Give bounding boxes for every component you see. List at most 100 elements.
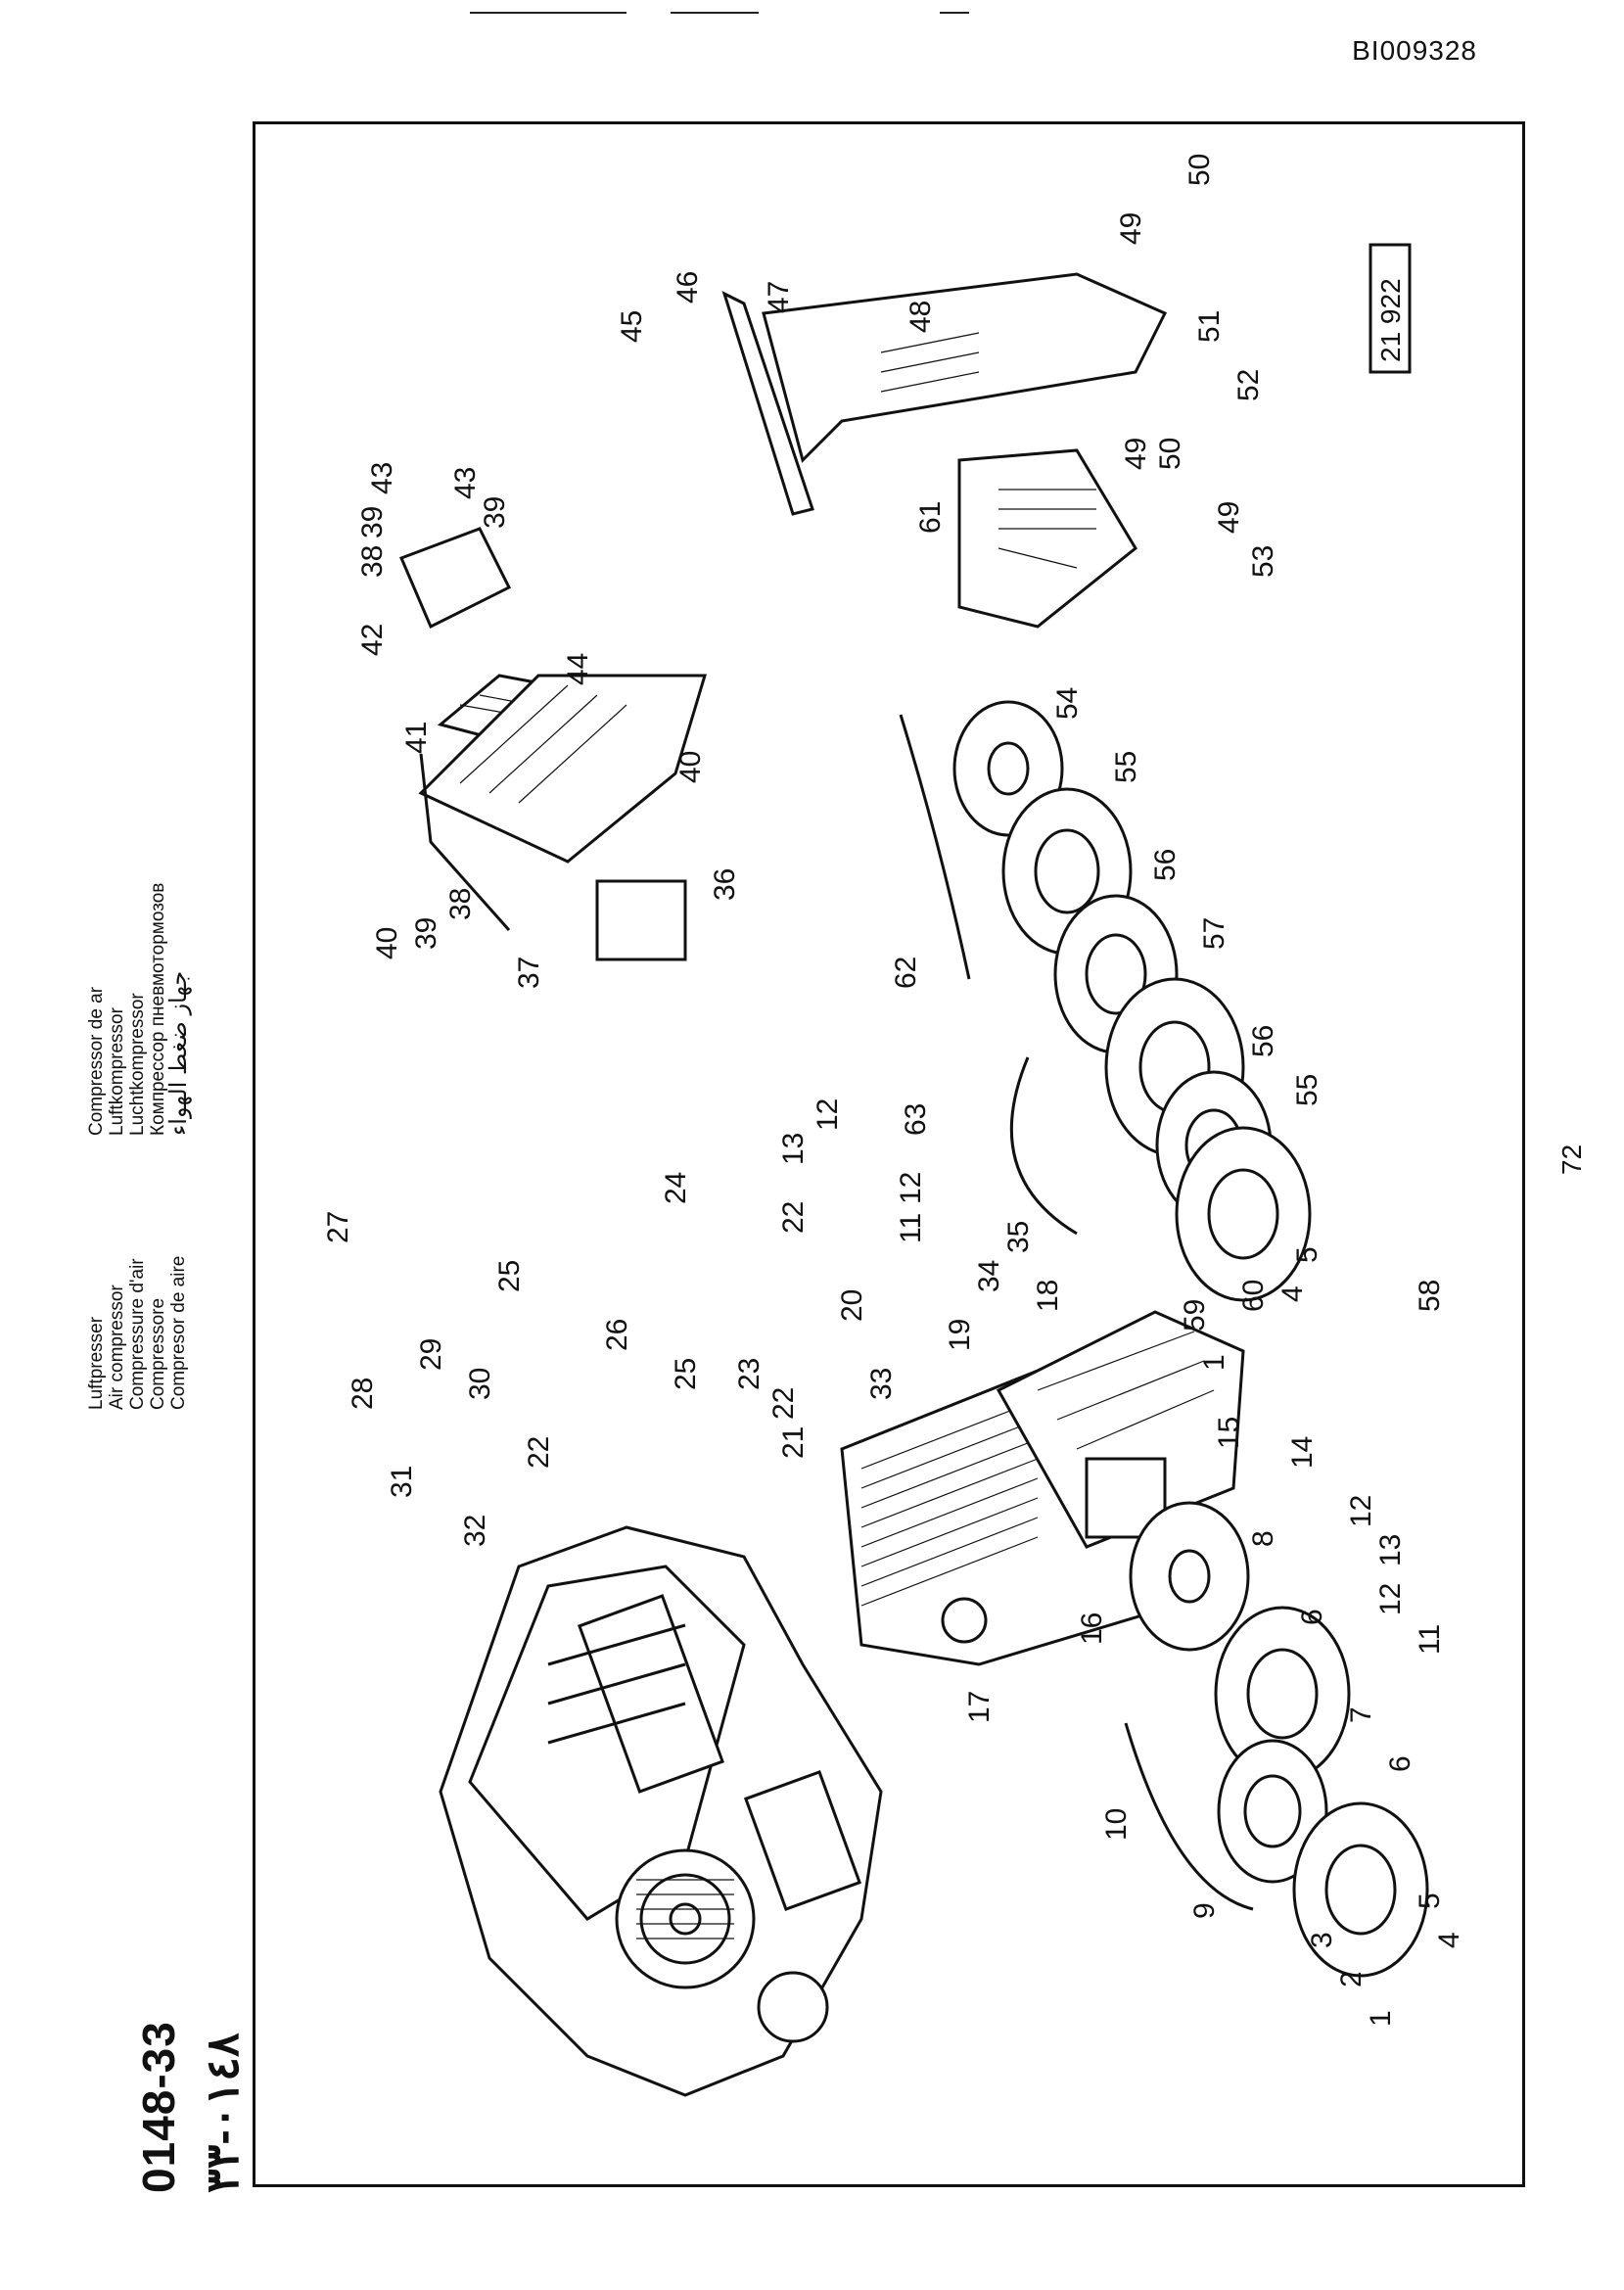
callout-56: 56 [1149,849,1182,881]
callout-49: 49 [1120,438,1152,470]
callout-38: 38 [356,545,389,578]
upper-bracket-parts [399,272,1168,961]
callout-39: 39 [356,506,389,538]
callout-33: 33 [865,1368,898,1400]
callout-53: 53 [1247,545,1279,578]
callout-17: 17 [963,1691,996,1723]
callout-23: 23 [733,1358,766,1390]
callout-47: 47 [763,281,795,313]
right-coupling-stack [899,700,1312,1302]
callout-39: 39 [479,496,511,529]
callout-58: 58 [1414,1280,1446,1312]
callout-44: 44 [562,653,594,685]
callout-13: 13 [1374,1534,1407,1566]
callout-4: 4 [1433,1932,1465,1948]
document-id: BI009328 [1352,35,1477,66]
callout-16: 16 [1076,1612,1108,1645]
callout-19: 19 [944,1319,976,1351]
diagram-frame [253,121,1525,2187]
callout-55: 55 [1291,1074,1323,1106]
callout-42: 42 [356,624,389,656]
callout-63: 63 [900,1103,932,1136]
callout-62: 62 [890,957,922,989]
callout-9: 9 [1188,1902,1221,1919]
callout-4: 4 [1276,1285,1309,1302]
scan-mark [470,12,626,14]
callout-57: 57 [1198,917,1230,950]
callout-28: 28 [347,1378,379,1410]
callout-45: 45 [616,310,648,343]
callout-13: 13 [777,1133,810,1165]
callout-11: 11 [895,1213,927,1243]
callout-41: 41 [400,722,433,754]
callout-36: 36 [709,868,741,901]
callout-10: 10 [1100,1808,1133,1841]
callout-35: 35 [1002,1221,1035,1253]
callout-labels: 27 25 26 25 23 24 22 28 29 30 22 31 32 2… [322,154,1465,2027]
callout-30: 30 [464,1368,496,1400]
callout-61: 61 [914,501,947,534]
callout-20: 20 [836,1289,868,1322]
callout-26: 26 [601,1319,633,1351]
callout-51: 51 [1193,310,1226,343]
callout-22: 22 [523,1436,555,1469]
compressor-cylinder-illustration [840,1310,1245,1666]
callout-40: 40 [674,751,707,783]
callout-27: 27 [322,1211,354,1243]
callout-12: 12 [1345,1495,1377,1527]
callout-38: 38 [444,888,477,920]
callout-32: 32 [459,1515,491,1547]
callout-1: 1 [1365,2010,1397,2027]
callout-5: 5 [1291,1246,1323,1263]
callout-43: 43 [366,462,398,494]
callout-50: 50 [1154,438,1186,470]
engine-block-illustration [439,1525,883,2097]
callout-49: 49 [1115,212,1147,245]
callout-40: 40 [371,927,403,959]
callout-6: 6 [1384,1755,1416,1772]
callout-55: 55 [1110,751,1142,783]
callout-50: 50 [1183,154,1216,186]
left-coupling-stack [1124,1501,1429,1978]
callout-46: 46 [672,271,704,304]
callout-1: 1 [1198,1354,1230,1371]
callout-22: 22 [777,1201,810,1234]
callout-52: 52 [1232,369,1265,401]
callout-37: 37 [513,957,545,989]
callout-34: 34 [973,1260,1005,1292]
callout-21: 21 [777,1426,810,1459]
callout-8: 8 [1247,1530,1279,1547]
callout-49: 49 [1213,501,1245,534]
callout-43: 43 [449,467,482,499]
callout-54: 54 [1051,687,1084,720]
callout-3: 3 [1306,1932,1338,1948]
reference-box: 21 922 [1369,243,1412,374]
callout-25: 25 [670,1358,702,1390]
callout-59: 59 [1179,1299,1211,1332]
callout-7: 7 [1345,1706,1377,1723]
scan-mark [671,12,759,14]
callout-25: 25 [493,1260,526,1292]
callout-48: 48 [905,301,937,333]
callout-18: 18 [1032,1280,1064,1312]
reference-number: 21 922 [1375,278,1406,362]
callout-12: 12 [812,1098,844,1131]
page-number: 72 [1556,1145,1587,1175]
callout-2: 2 [1335,1971,1368,1987]
scan-mark [940,12,969,14]
callout-39: 39 [410,917,442,950]
callout-6: 6 [1296,1609,1328,1625]
callout-60: 60 [1237,1280,1270,1312]
callout-31: 31 [386,1466,418,1498]
callout-12: 12 [1374,1583,1407,1615]
callout-56: 56 [1247,1025,1279,1057]
callout-11: 11 [1414,1624,1446,1655]
callout-12: 12 [895,1172,927,1204]
callout-24: 24 [660,1172,692,1204]
callout-14: 14 [1286,1436,1319,1469]
callout-15: 15 [1213,1417,1245,1449]
callout-22: 22 [767,1387,800,1420]
callout-5: 5 [1414,1893,1446,1909]
callout-29: 29 [415,1338,447,1371]
